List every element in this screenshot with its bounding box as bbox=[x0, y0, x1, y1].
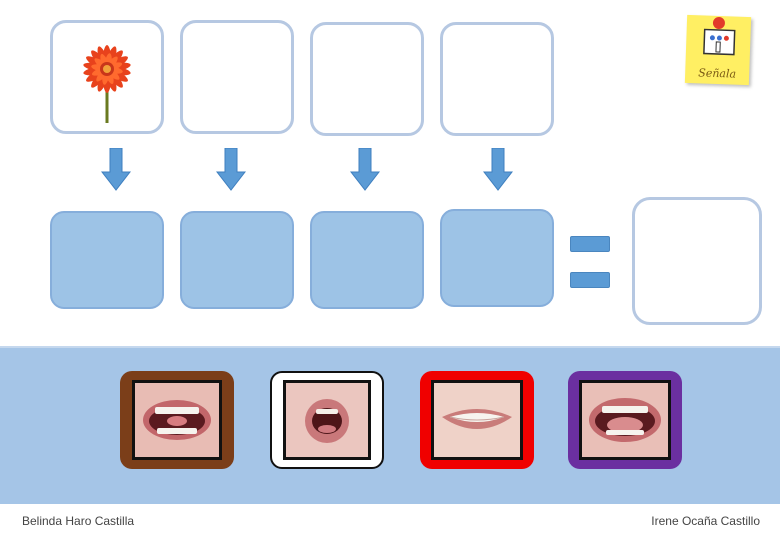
mouth-image-rounded bbox=[283, 380, 371, 460]
answer-slot-2[interactable] bbox=[180, 211, 294, 309]
senala-label: Señala bbox=[698, 66, 737, 81]
mouth-image-open-tongue-down bbox=[579, 380, 671, 460]
arrow-down-icon bbox=[216, 148, 246, 191]
mouth-image-open-tongue-up bbox=[132, 380, 222, 460]
answer-slot-3[interactable] bbox=[310, 211, 424, 309]
mouth-card-white[interactable] bbox=[270, 371, 384, 469]
picture-box-4[interactable] bbox=[440, 22, 554, 136]
flower-image bbox=[83, 45, 131, 123]
equals-bar-bottom bbox=[570, 272, 610, 288]
equals-icon bbox=[570, 236, 610, 292]
senala-badge: Señala bbox=[684, 14, 752, 86]
result-box[interactable] bbox=[632, 197, 762, 325]
mouth-image-smile bbox=[431, 380, 523, 460]
picture-box-1[interactable] bbox=[50, 20, 164, 134]
pointing-hand-icon bbox=[703, 17, 736, 56]
author-right: Irene Ocaña Castillo bbox=[651, 514, 760, 528]
answer-slot-4[interactable] bbox=[440, 209, 554, 307]
arrow-down-icon bbox=[483, 148, 513, 191]
mouth-card-purple[interactable] bbox=[568, 371, 682, 469]
picture-box-3[interactable] bbox=[310, 22, 424, 136]
picture-box-2[interactable] bbox=[180, 20, 294, 134]
equals-bar-top bbox=[570, 236, 610, 252]
answer-slot-1[interactable] bbox=[50, 211, 164, 309]
arrow-down-icon bbox=[350, 148, 380, 191]
author-left: Belinda Haro Castilla bbox=[22, 514, 135, 528]
mouth-card-brown[interactable] bbox=[120, 371, 234, 469]
mouth-card-red[interactable] bbox=[420, 371, 534, 469]
arrow-down-icon bbox=[101, 148, 131, 191]
